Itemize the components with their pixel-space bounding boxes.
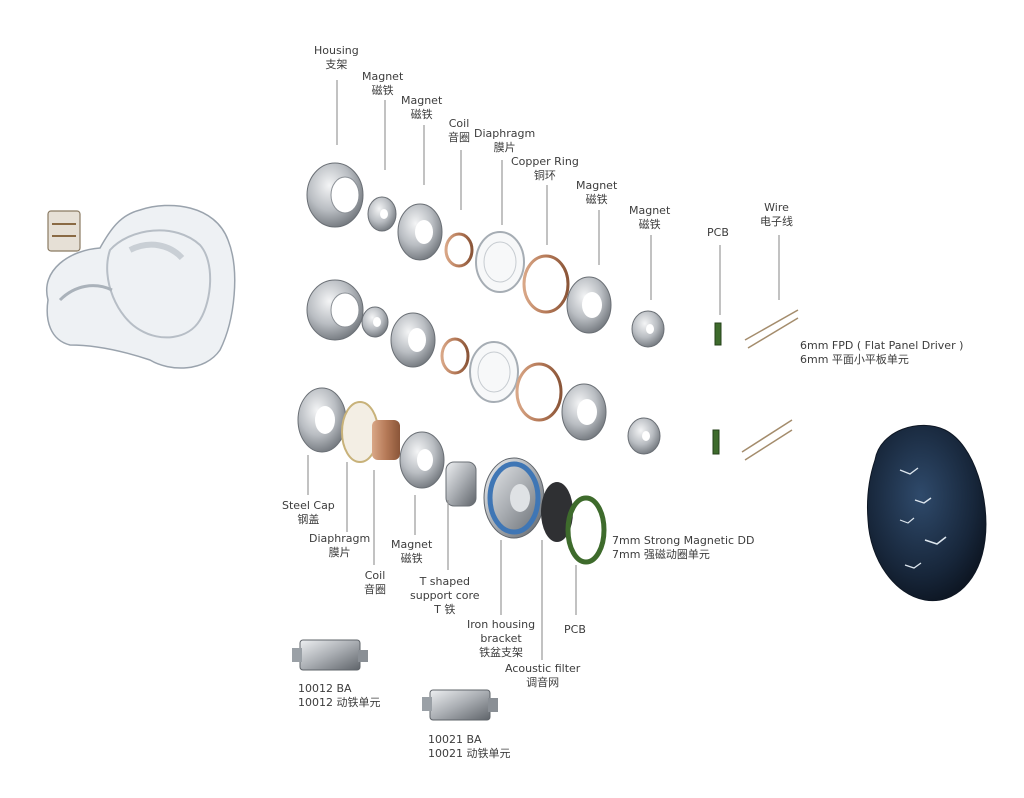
label-ba-10012-zh: 10012 动铁单元 xyxy=(298,696,381,709)
label-t-core-en1: T shaped xyxy=(419,575,470,588)
label-acoustic-filter-en: Acoustic filter xyxy=(505,662,581,675)
label-magnet-3: Magnet 磁铁 xyxy=(576,179,617,207)
label-ba-10021-en: 10021 BA xyxy=(428,733,482,746)
label-dd-zh: 7mm 强磁动圈单元 xyxy=(612,548,710,561)
label-ba-10012-en: 10012 BA xyxy=(298,682,352,695)
row-fpd-2 xyxy=(306,279,793,461)
label-copper-ring-zh: 铜环 xyxy=(533,169,556,182)
label-housing-zh: 支架 xyxy=(325,58,348,71)
label-t-core: T shaped support core T 铁 xyxy=(410,575,480,617)
label-dd: 7mm Strong Magnetic DD 7mm 强磁动圈单元 xyxy=(612,534,755,562)
label-diaphragm-top-zh: 膜片 xyxy=(493,141,516,154)
ba-10021 xyxy=(422,689,498,721)
label-magnet-3-en: Magnet xyxy=(576,179,618,192)
label-housing: Housing 支架 xyxy=(314,44,359,72)
label-magnet-4: Magnet 磁铁 xyxy=(629,204,670,232)
label-wire-en: Wire xyxy=(764,201,789,214)
label-fpd: 6mm FPD ( Flat Panel Driver ) 6mm 平面小平板单… xyxy=(800,339,963,367)
label-pcb-top-en: PCB xyxy=(707,226,729,239)
label-diaphragm-top-en: Diaphragm xyxy=(474,127,536,140)
label-fpd-zh: 6mm 平面小平板单元 xyxy=(800,353,909,366)
row-dd xyxy=(297,387,607,565)
label-wire: Wire 电子线 xyxy=(760,201,793,229)
label-ba-10021-zh: 10021 动铁单元 xyxy=(428,747,511,760)
label-copper-ring-en: Copper Ring xyxy=(511,155,579,168)
label-t-core-en2: support core xyxy=(410,589,480,602)
label-magnet-1-zh: 磁铁 xyxy=(371,84,394,97)
label-coil-bot-en: Coil xyxy=(364,569,386,582)
label-coil-top-en: Coil xyxy=(448,117,470,130)
label-magnet-2-en: Magnet xyxy=(401,94,443,107)
label-iron-bracket-zh: 铁盆支架 xyxy=(479,646,524,659)
label-diaphragm-bot: Diaphragm 膜片 xyxy=(309,532,370,560)
label-magnet-4-en: Magnet xyxy=(629,204,671,217)
row-fpd-1 xyxy=(306,162,799,349)
dark-shell xyxy=(867,425,987,602)
label-fpd-en: 6mm FPD ( Flat Panel Driver ) xyxy=(800,339,964,352)
label-magnet-2-zh: 磁铁 xyxy=(410,108,433,121)
label-diaphragm-top: Diaphragm 膜片 xyxy=(474,127,535,155)
label-pcb-bot: PCB xyxy=(564,623,586,637)
label-housing-en: Housing xyxy=(314,44,359,57)
label-acoustic-filter: Acoustic filter 调音网 xyxy=(505,662,580,690)
label-ba-10012: 10012 BA 10012 动铁单元 xyxy=(298,682,381,710)
ba-10012 xyxy=(292,639,368,671)
label-steel-cap-en: Steel Cap xyxy=(282,499,335,512)
label-copper-ring: Copper Ring 铜环 xyxy=(511,155,579,183)
label-iron-bracket-en1: Iron housing xyxy=(467,618,536,631)
label-magnet-2: Magnet 磁铁 xyxy=(401,94,442,122)
label-magnet-4-zh: 磁铁 xyxy=(638,218,661,231)
label-pcb-top: PCB xyxy=(707,226,729,240)
label-acoustic-filter-zh: 调音网 xyxy=(526,676,560,689)
label-diaphragm-bot-en: Diaphragm xyxy=(309,532,371,545)
label-magnet-3-zh: 磁铁 xyxy=(585,193,608,206)
label-diaphragm-bot-zh: 膜片 xyxy=(328,546,351,559)
label-steel-cap: Steel Cap 钢盖 xyxy=(282,499,335,527)
leader-lines xyxy=(307,80,780,660)
label-pcb-bot-en: PCB xyxy=(564,623,586,636)
label-magnet-bot: Magnet 磁铁 xyxy=(391,538,432,566)
label-steel-cap-zh: 钢盖 xyxy=(297,513,320,526)
label-ba-10021: 10021 BA 10021 动铁单元 xyxy=(428,733,511,761)
label-magnet-bot-zh: 磁铁 xyxy=(400,552,423,565)
label-dd-en: 7mm Strong Magnetic DD xyxy=(612,534,755,547)
label-wire-zh: 电子线 xyxy=(760,215,793,228)
label-iron-bracket: Iron housing bracket 铁盆支架 xyxy=(467,618,535,660)
label-t-core-zh: T 铁 xyxy=(434,603,456,616)
label-magnet-1: Magnet 磁铁 xyxy=(362,70,403,98)
label-coil-top-zh: 音圈 xyxy=(448,131,470,144)
label-coil-bot: Coil 音圈 xyxy=(364,569,386,597)
label-coil-bot-zh: 音圈 xyxy=(364,583,386,596)
label-iron-bracket-en2: bracket xyxy=(480,632,522,645)
clear-shell xyxy=(45,204,236,369)
label-magnet-bot-en: Magnet xyxy=(391,538,433,551)
label-magnet-1-en: Magnet xyxy=(362,70,404,83)
label-coil-top: Coil 音圈 xyxy=(448,117,470,145)
